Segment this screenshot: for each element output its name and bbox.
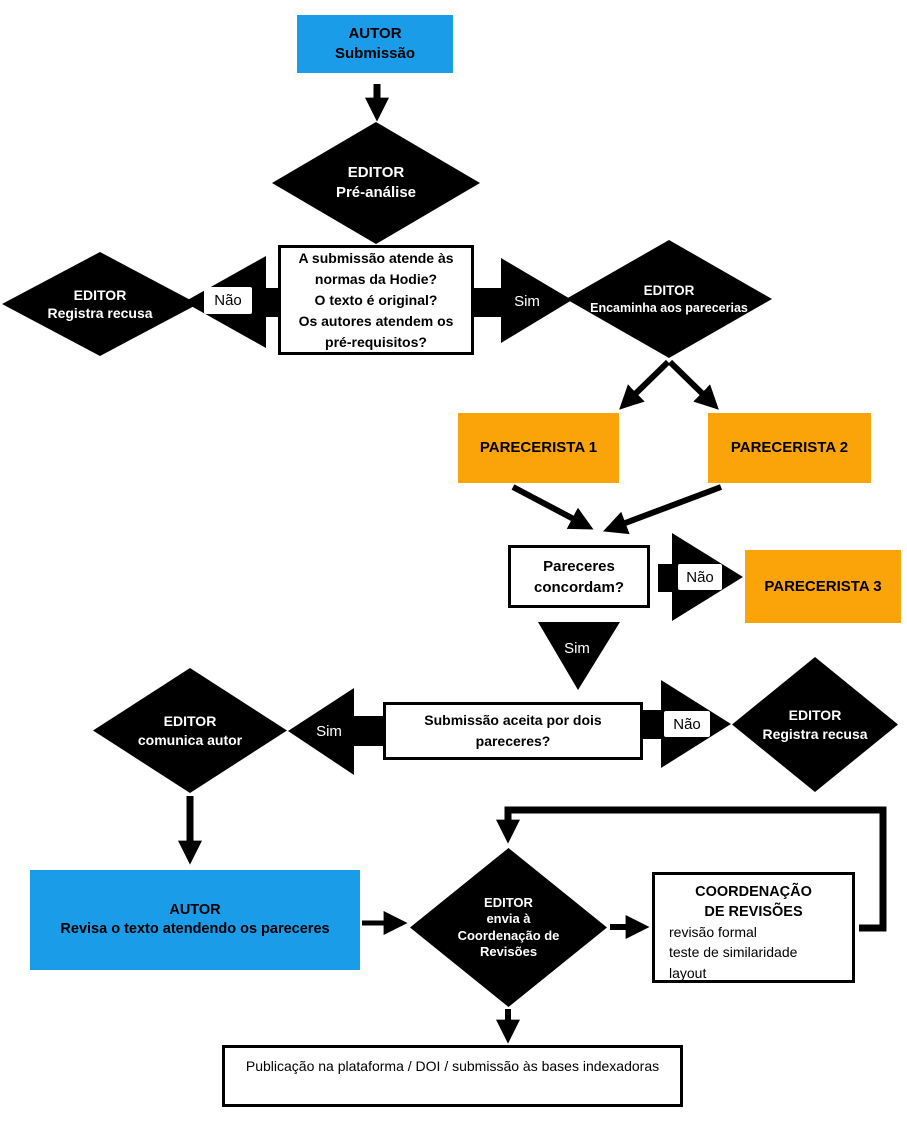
- question-line: pareceres?: [475, 733, 551, 749]
- loop-coordenacao-back-to-envia: [496, 806, 887, 932]
- arrow-encaminha-to-parecerista1: [619, 359, 671, 410]
- question-line: Os autores atendem os: [298, 312, 454, 329]
- node-parecerista-1: PARECERISTA 1: [458, 413, 619, 483]
- node-subtitle: Revisa o texto atendendo os pareceres: [60, 921, 330, 937]
- block-arrow-sim-to-encaminha: [473, 258, 572, 343]
- node-title: EDITOR: [73, 286, 127, 303]
- node-line: Coordenação de: [457, 927, 560, 943]
- node-autor-revisa: AUTOR Revisa o texto atendendo os parece…: [30, 870, 360, 970]
- question-pareceres-concordam: Pareceres concordam?: [508, 545, 650, 608]
- block-arrow-sim-to-comunica-autor: [288, 688, 383, 775]
- question-line: O texto é original?: [314, 291, 438, 308]
- node-detail: layout: [669, 964, 707, 981]
- edge-label-sim-3: Sim: [316, 722, 342, 740]
- question-line: Pareceres: [543, 557, 615, 575]
- node-subtitle: Encaminha aos parecerias: [590, 300, 748, 315]
- node-parecerista-2: PARECERISTA 2: [708, 413, 871, 483]
- edge-label-nao-1: Não: [204, 287, 252, 314]
- edge-label-nao-2: Não: [678, 564, 722, 590]
- node-subtitle: comunica autor: [137, 731, 243, 748]
- question-line: concordam?: [533, 578, 624, 596]
- node-subtitle: Pré-análise: [335, 184, 417, 201]
- node-title-2: DE REVISÕES: [704, 903, 803, 920]
- edge-label-sim-2: Sim: [564, 639, 590, 657]
- node-title: EDITOR: [643, 282, 695, 298]
- node-title: AUTOR: [348, 25, 402, 43]
- question-line: Submissão aceita por dois: [424, 712, 602, 728]
- node-autor-submissao: AUTOR Submissão: [297, 15, 453, 73]
- node-parecerista-3: PARECERISTA 3: [745, 550, 901, 623]
- node-title: COORDENAÇÃO: [695, 884, 812, 900]
- node-publicacao: Publicação na plataforma / DOI / submiss…: [222, 1045, 683, 1107]
- node-detail: revisão formal: [669, 924, 757, 941]
- question-line: normas da Hodie?: [314, 270, 438, 287]
- node-detail: teste de similaridade: [669, 944, 798, 961]
- node-title: AUTOR: [169, 901, 221, 918]
- arrow-parecerista2-to-concordam: [603, 484, 723, 535]
- node-title: EDITOR: [163, 713, 217, 730]
- node-subtitle: Submissão: [334, 45, 416, 62]
- question-submissao-aceita: Submissão aceita por dois pareceres?: [383, 702, 643, 760]
- node-label: PARECERISTA 1: [479, 439, 598, 457]
- node-title: EDITOR: [788, 707, 842, 724]
- node-subtitle: Registra recusa: [762, 725, 868, 742]
- edge-label-sim-1: Sim: [514, 292, 540, 310]
- question-line: A submissão atende às: [298, 249, 454, 266]
- node-line: Revisões: [479, 943, 538, 959]
- block-arrow-sim-to-submissao-aceita: [538, 622, 620, 690]
- arrow-encaminha-to-parecerista2: [667, 359, 719, 410]
- arrow-parecerista1-to-concordam: [511, 484, 594, 530]
- node-subtitle: Registra recusa: [47, 305, 153, 321]
- node-label: PARECERISTA 2: [730, 439, 849, 457]
- node-title: EDITOR: [347, 164, 405, 182]
- question-line: pré-requisitos?: [325, 333, 427, 350]
- question-normas-hodie: A submissão atende às normas da Hodie? O…: [278, 245, 474, 355]
- node-title: EDITOR: [484, 895, 533, 910]
- node-line: envia à: [486, 911, 531, 927]
- node-label: Publicação na plataforma / DOI / submiss…: [245, 1058, 660, 1074]
- edge-label-nao-3: Não: [664, 711, 710, 737]
- node-coordenacao-revisoes: COORDENAÇÃO DE REVISÕES revisão formal t…: [652, 872, 855, 983]
- node-label: PARECERISTA 3: [764, 577, 882, 595]
